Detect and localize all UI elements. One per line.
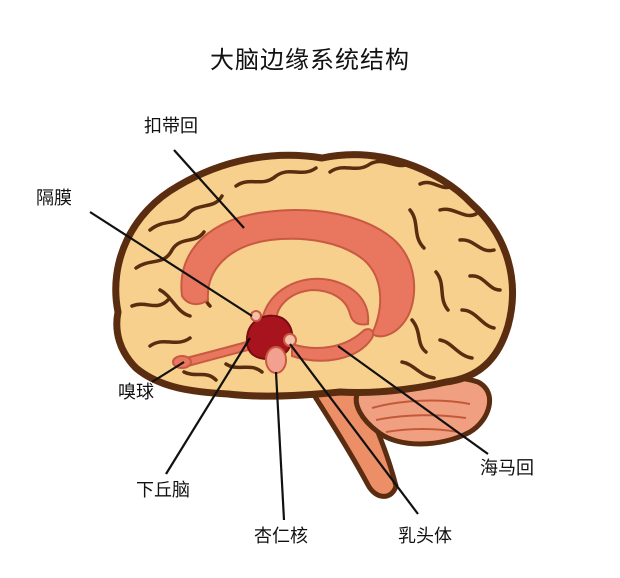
label-cingulate-gyrus: 扣带回 <box>144 116 198 137</box>
septum-nucleus <box>250 310 262 322</box>
label-septum: 隔膜 <box>36 188 72 209</box>
mammillary-body <box>283 333 297 347</box>
amygdala <box>265 346 287 374</box>
label-amygdala: 杏仁核 <box>254 526 308 547</box>
cortex-folds <box>130 159 502 382</box>
page-title: 大脑边缘系统结构 <box>210 46 410 74</box>
label-hippocampus: 海马回 <box>480 458 534 479</box>
label-hypothalamus: 下丘脑 <box>136 480 190 501</box>
label-olfactory-bulb: 嗅球 <box>118 382 154 403</box>
cerebellum-folds <box>371 399 471 433</box>
hippocampus <box>291 328 374 362</box>
label-mammillary-body: 乳头体 <box>398 526 452 547</box>
fornix <box>260 277 370 326</box>
leader-lines <box>89 149 489 521</box>
